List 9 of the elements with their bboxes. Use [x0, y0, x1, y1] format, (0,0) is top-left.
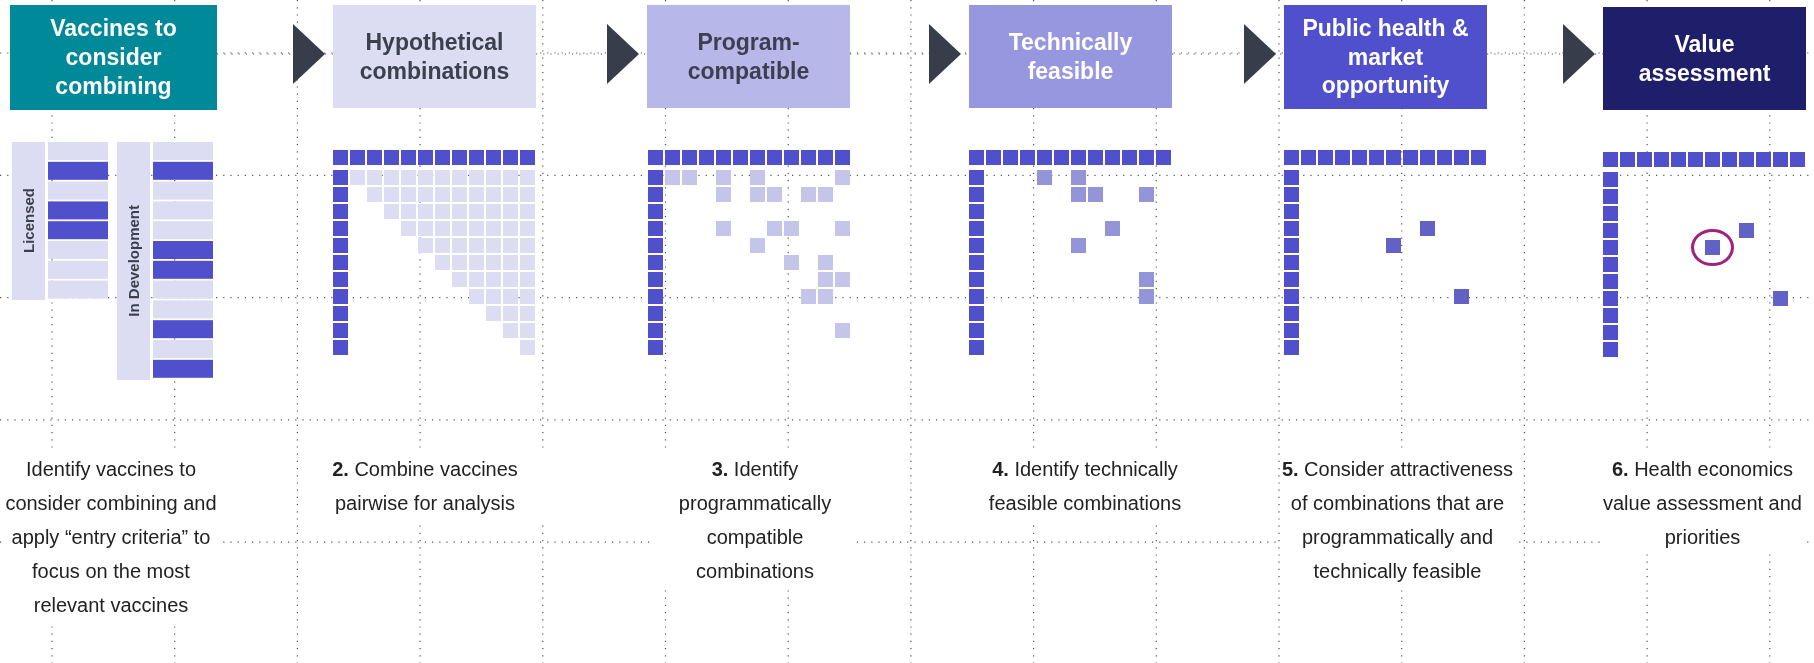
category-label: Licensed [12, 142, 45, 300]
step-header: Vaccines to consider combining [10, 5, 217, 110]
step-header: Hypothetical combinations [333, 5, 536, 108]
step-description: 5. Consider attractiveness of combinations that are programmatically and technically feasible [1280, 452, 1515, 588]
step-header: Technically feasible [969, 5, 1172, 108]
step-header: Value assessment [1603, 7, 1806, 110]
step-header: Program-compatible [647, 5, 850, 108]
category-label: In Development [117, 142, 150, 380]
step-header: Public health & market opportunity [1284, 5, 1487, 109]
